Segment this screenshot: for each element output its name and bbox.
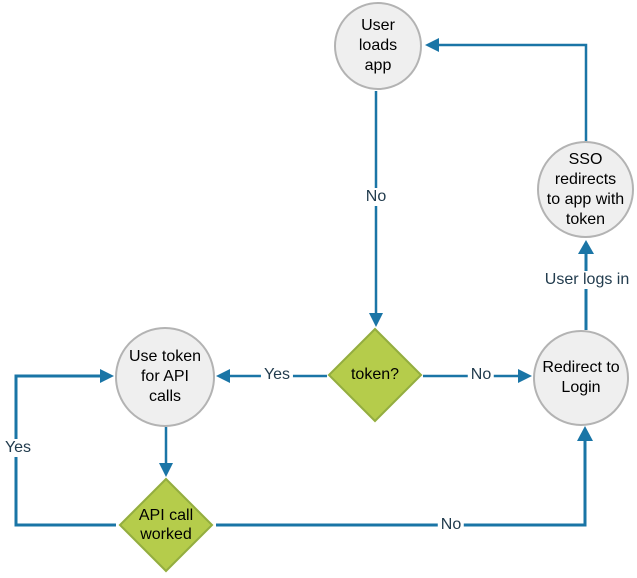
arrowhead-into-login-bottom	[577, 426, 593, 441]
edge-label-no-token: No	[467, 366, 495, 384]
edge-label-yes-api-loop: Yes	[1, 439, 35, 457]
edge-label-user-logs-in: User logs in	[541, 271, 633, 289]
edge-label-no-app-to-token: No	[362, 188, 390, 206]
arrowhead-into-sso	[578, 240, 594, 254]
arrowhead-into-use-token-right	[216, 369, 230, 383]
arrowhead-into-api	[159, 463, 173, 477]
edge-api-no-loop	[216, 440, 587, 527]
edge-label-yes-token: Yes	[260, 366, 294, 384]
node-token-decision: token?	[327, 327, 423, 423]
edge-label-no-api-loop: No	[437, 516, 465, 534]
node-user-loads-app: User loads app	[334, 2, 422, 90]
node-api-call-worked: API call worked	[118, 477, 214, 573]
decision-label: API call worked	[138, 506, 194, 543]
edge-sso-to-app	[438, 43, 588, 142]
arrowhead-into-app	[425, 38, 439, 52]
node-sso-redirect: SSO redirects to app with token	[537, 141, 634, 238]
node-use-token: Use token for API calls	[115, 327, 215, 427]
arrowhead-into-use-token-left	[100, 369, 114, 383]
node-redirect-login: Redirect to Login	[533, 330, 629, 426]
decision-label: token?	[350, 366, 400, 384]
arrowhead-into-login-left	[518, 369, 532, 383]
arrowhead-into-token	[369, 313, 383, 327]
